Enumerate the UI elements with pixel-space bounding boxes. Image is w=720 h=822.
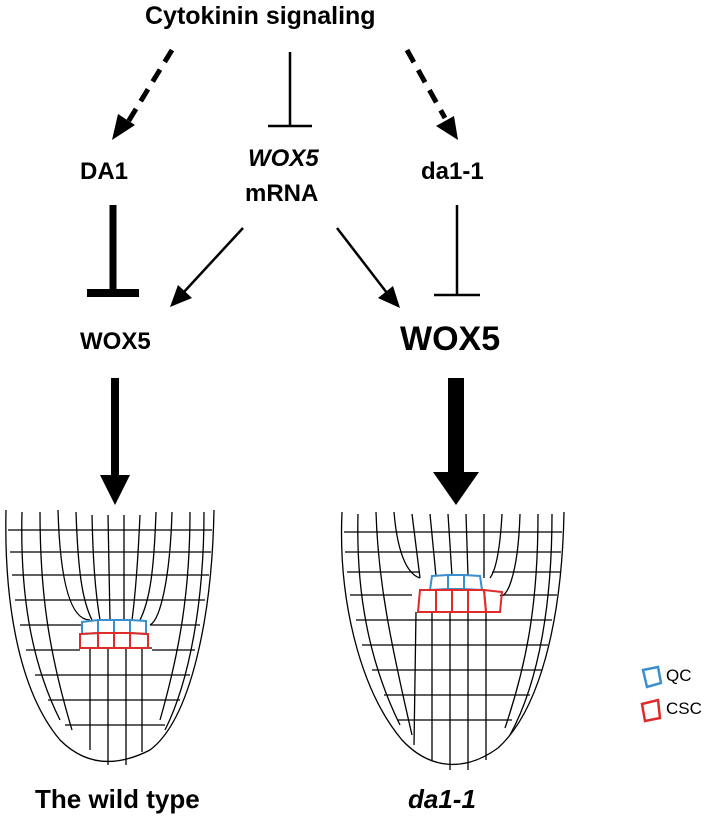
legend-csc-swatch: [640, 698, 662, 723]
inhibit-cytokinin-to-wox5-mrna: [268, 52, 312, 128]
csc-cells-da1-1: [416, 588, 504, 613]
node-wox5-right: WOX5: [400, 320, 501, 358]
qc-cells-da1-1: [428, 573, 484, 592]
csc-cells-wild-type: [79, 631, 149, 649]
qc-cells-wild-type: [81, 618, 147, 636]
node-wox5-mrna-suffix: mRNA: [245, 180, 319, 207]
legend-qc-swatch: [641, 665, 663, 689]
node-wox5-left: WOX5: [80, 328, 151, 355]
node-da1-1: da1-1: [421, 158, 484, 185]
node-wox5-mrna-gene: WOX5: [248, 145, 319, 172]
arrow-wox5-to-root-left: [100, 378, 130, 505]
title-cytokinin-signaling: Cytokinin signaling: [145, 2, 376, 30]
legend-qc-label: QC: [666, 666, 692, 685]
arrow-mrna-to-wox5-right: [336, 227, 400, 308]
node-da1: DA1: [80, 158, 129, 185]
inhibit-da1-to-wox5: [87, 205, 139, 297]
caption-wild-type: The wild type: [35, 784, 200, 814]
root-da1-1: [340, 511, 565, 770]
dashed-arrow-cytokinin-to-da1-1: [404, 48, 458, 140]
inhibit-da1-1-to-wox5: [434, 205, 480, 297]
caption-da1-1: da1-1: [408, 784, 476, 814]
legend-csc-label: CSC: [666, 699, 702, 718]
dashed-arrow-cytokinin-to-da1: [112, 48, 175, 140]
root-wild-type: [5, 509, 215, 765]
arrow-mrna-to-wox5-left: [170, 227, 244, 307]
arrow-wox5-to-root-right: [433, 378, 479, 505]
